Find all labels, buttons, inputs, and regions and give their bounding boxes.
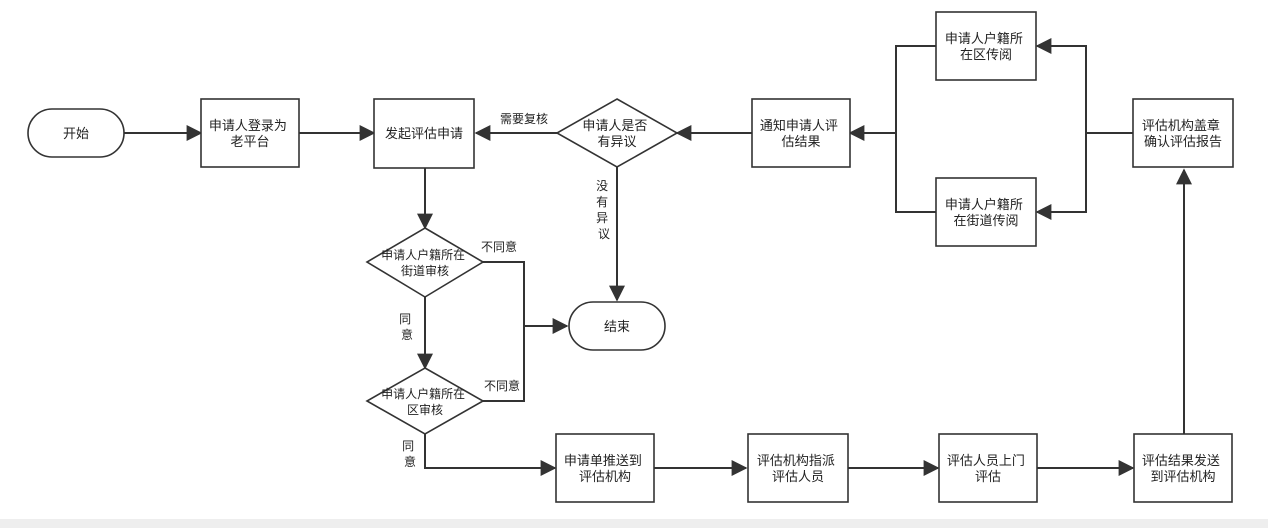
seal-label: 评估机构盖章 确认评估报告 — [1142, 118, 1224, 150]
initiate-label: 发起评估申请 — [385, 126, 463, 142]
push-box — [555, 433, 655, 503]
visit-label: 评估人员上门 评估 — [947, 454, 1029, 485]
edge-seal-to-street-publicity — [1035, 133, 1087, 220]
street-publicity-box — [935, 177, 1037, 247]
district-publicity-box — [935, 11, 1037, 81]
seal-box — [1132, 98, 1234, 168]
visit-box — [938, 433, 1038, 503]
objection-diamond — [555, 98, 679, 168]
bottom-strip — [0, 519, 1268, 528]
edge-label-street-agree: 同 意 — [399, 312, 415, 342]
send-label: 评估结果发送 到评估机构 — [1142, 453, 1224, 485]
district-review-label: 申请人户籍所在 区审核 — [381, 386, 469, 417]
initiate-box — [373, 98, 475, 169]
assign-box — [747, 433, 849, 503]
objection-label: 申请人是否 有异议 — [582, 119, 651, 150]
assign-label: 评估机构指派 评估人员 — [757, 454, 839, 485]
login-box — [200, 98, 300, 168]
street-review-label: 申请人户籍所在 街道审核 — [381, 247, 469, 278]
edge-label-street-disagree: 不同意 — [481, 239, 517, 254]
edge-label-district-disagree: 不同意 — [484, 378, 520, 393]
district-review-diamond — [365, 367, 485, 435]
street-publicity-label: 申请人户籍所 在街道传阅 — [945, 197, 1027, 229]
edge-seal-to-district-publicity — [1035, 38, 1133, 134]
start-terminal-shape — [27, 108, 125, 158]
push-label: 申请单推送到 评估机构 — [564, 454, 646, 485]
end-label: 结束 — [604, 320, 630, 335]
district-publicity-label: 申请人户籍所 在区传阅 — [945, 31, 1027, 63]
edge-district-review-agree — [424, 434, 557, 476]
edge-label-need-recheck: 需要复核 — [500, 112, 548, 126]
street-review-diamond — [365, 227, 485, 298]
edge-district-review-disagree — [483, 326, 525, 402]
start-label: 开始 — [63, 127, 89, 142]
login-label: 申请人登录为 老平台 — [209, 119, 291, 150]
end-terminal-shape — [568, 301, 666, 351]
edge-label-district-agree: 同 意 — [402, 439, 418, 469]
notify-box — [751, 98, 851, 168]
edge-street-review-disagree — [483, 261, 569, 334]
edge-label-no-objection: 没 有 异 议 — [596, 178, 612, 241]
edge-district-publicity-to-notify — [895, 45, 936, 133]
edge-street-publicity-to-notify — [848, 125, 936, 213]
send-box — [1133, 433, 1233, 503]
notify-label: 通知申请人评 估结果 — [760, 118, 842, 150]
